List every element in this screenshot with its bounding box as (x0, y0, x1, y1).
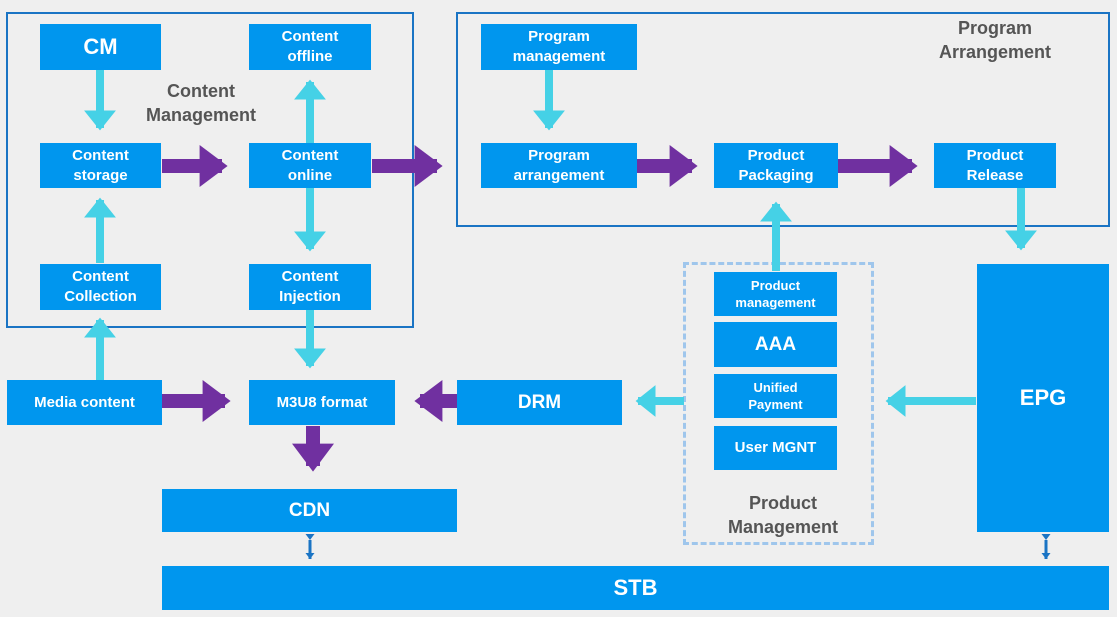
product-packaging-box[interactable]: Product Packaging (714, 143, 838, 188)
program-arrangement-label: Program Arrangement (938, 18, 1052, 62)
content-offline-box[interactable]: Content offline (249, 24, 371, 70)
media-content-box[interactable]: Media content (7, 380, 162, 425)
epg-box[interactable]: EPG (977, 264, 1109, 532)
product-release-box[interactable]: Product Release (934, 143, 1056, 188)
program-arrangement-frame (456, 12, 1110, 227)
program-management-box[interactable]: Program management (481, 24, 637, 70)
double-arrows (305, 534, 1051, 559)
content-injection-box[interactable]: Content Injection (249, 264, 371, 310)
product-management-box[interactable]: Product management (714, 272, 837, 316)
content-management-label: Content Management (145, 81, 257, 125)
m3u8-format-box[interactable]: M3U8 format (249, 380, 395, 425)
unified-payment-box[interactable]: Unified Payment (714, 374, 837, 418)
drm-box[interactable]: DRM (457, 380, 622, 425)
content-collection-box[interactable]: Content Collection (40, 264, 161, 310)
aaa-box[interactable]: AAA (714, 322, 837, 367)
cyan-arrows (84, 70, 1037, 417)
user-mgnt-box[interactable]: User MGNT (714, 426, 837, 470)
purple-arrows (162, 145, 918, 472)
cdn-box[interactable]: CDN (162, 489, 457, 532)
content-online-box[interactable]: Content online (249, 143, 371, 188)
stb-box[interactable]: STB (162, 566, 1109, 610)
program-arrangement-box[interactable]: Program arrangement (481, 143, 637, 188)
content-storage-box[interactable]: Content storage (40, 143, 161, 188)
product-management-label: Product Management (727, 493, 839, 537)
cm-box[interactable]: CM (40, 24, 161, 70)
